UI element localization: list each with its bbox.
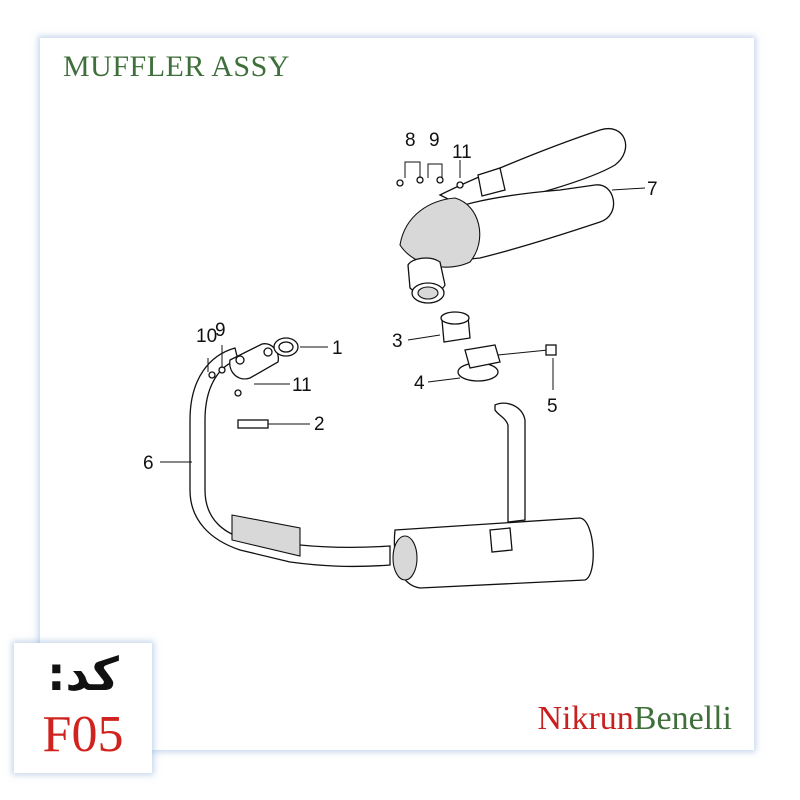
muffler-gasket-sleeve	[440, 311, 471, 343]
callout-10: 10	[196, 326, 217, 347]
brand-benelli: Benelli	[633, 700, 732, 737]
leader-lines	[160, 160, 646, 463]
diagram-title: MUFFLER ASSY	[63, 50, 290, 83]
muffler-clamp	[457, 344, 501, 382]
callout-4: 4	[414, 373, 425, 394]
clamp-bolt	[497, 344, 557, 356]
brand-nikrun: Nikrun	[537, 700, 634, 737]
callout-1: 1	[332, 338, 343, 359]
callout-7: 7	[647, 179, 658, 200]
callout-5: 5	[547, 396, 558, 417]
part-code-box: کد: F05	[14, 643, 152, 773]
fastener-small-parts	[208, 176, 464, 397]
callout-3: 3	[392, 331, 403, 352]
exhaust-gasket-ring	[273, 337, 299, 357]
muffler-upper	[399, 127, 627, 304]
callout-9-lower: 9	[215, 320, 226, 341]
brand-signature: NikrunBenelli	[537, 700, 732, 738]
part-code-value: F05	[42, 706, 124, 763]
callout-9-upper: 9	[429, 130, 440, 151]
exhaust-pipe	[189, 347, 526, 568]
callout-6: 6	[143, 453, 154, 474]
diagram-frame	[40, 38, 754, 750]
callout-2: 2	[314, 414, 325, 435]
callout-11-upper: 11	[452, 142, 472, 163]
callout-11-lower: 11	[292, 375, 312, 396]
callout-8: 8	[405, 130, 416, 151]
part-code-label: کد:	[47, 647, 119, 701]
exhaust-flange	[229, 343, 279, 380]
lower-muffler-body	[392, 517, 594, 589]
